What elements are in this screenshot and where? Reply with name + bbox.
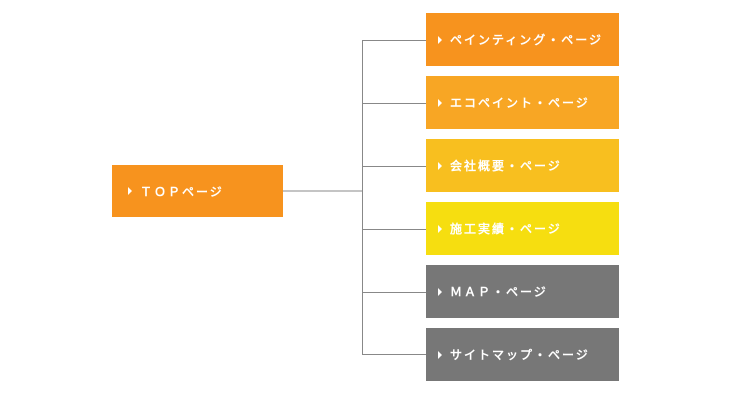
eco-paint-page-label: エコペイント・ページ (450, 96, 590, 110)
works-page-button[interactable]: 施工実績・ページ (426, 202, 619, 255)
arrow-right-icon (438, 350, 442, 359)
painting-page-label: ペインティング・ページ (450, 33, 604, 47)
top-page-label: ＴＯＰページ (140, 184, 224, 199)
map-page-label: ＭＡＰ・ページ (450, 285, 548, 299)
eco-paint-page-button[interactable]: エコペイント・ページ (426, 76, 619, 129)
arrow-right-icon (438, 161, 442, 170)
arrow-right-icon (438, 35, 442, 44)
map-page-button[interactable]: ＭＡＰ・ページ (426, 265, 619, 318)
arrow-right-icon (128, 187, 132, 195)
works-page-label: 施工実績・ページ (450, 222, 562, 236)
arrow-right-icon (438, 98, 442, 107)
company-profile-page-label: 会社概要・ページ (450, 159, 562, 173)
painting-page-button[interactable]: ペインティング・ページ (426, 13, 619, 66)
arrow-right-icon (438, 224, 442, 233)
sitemap-page-button[interactable]: サイトマップ・ページ (426, 328, 619, 381)
arrow-right-icon (438, 287, 442, 296)
sitemap-page-label: サイトマップ・ページ (450, 348, 590, 362)
company-profile-page-button[interactable]: 会社概要・ページ (426, 139, 619, 192)
top-page-button[interactable]: ＴＯＰページ (112, 165, 283, 217)
